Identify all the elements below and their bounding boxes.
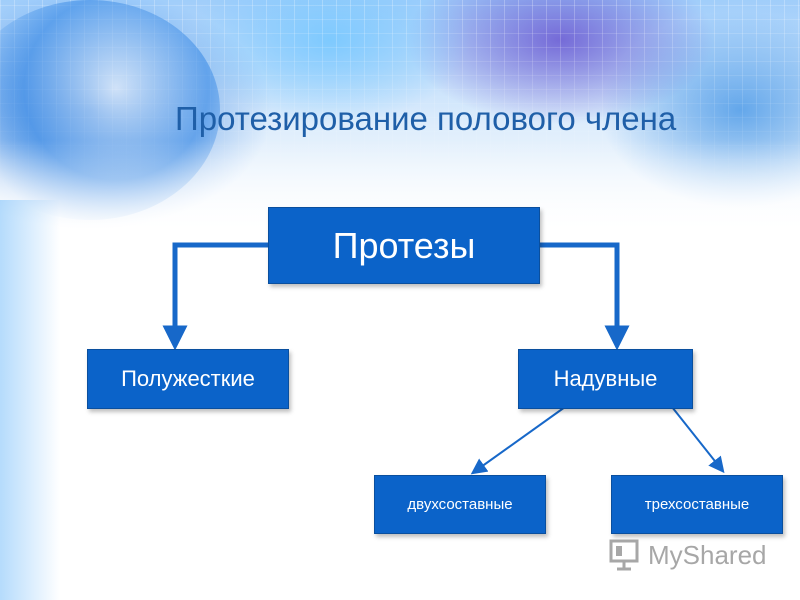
- node-inflatable: Надувные: [518, 349, 693, 409]
- node-two-piece: двухсоставные: [374, 475, 546, 534]
- presentation-board-icon: [609, 539, 639, 571]
- connector-inflatable-to-three-piece: [671, 406, 725, 474]
- connector-root-to-semirigid: [162, 242, 268, 351]
- logo-text: MyShared: [648, 539, 767, 570]
- left-edge-glow: [0, 200, 60, 600]
- myshared-logo: MyShared: [608, 537, 767, 573]
- node-semirigid: Полужесткие: [87, 349, 289, 409]
- slide-title: Протезирование полового члена: [175, 100, 677, 137]
- connector-root-to-inflatable: [538, 242, 630, 351]
- connector-inflatable-to-two-piece: [470, 406, 566, 475]
- root-node: Протезы: [268, 207, 540, 284]
- node-three-piece: трехсоставные: [611, 475, 783, 534]
